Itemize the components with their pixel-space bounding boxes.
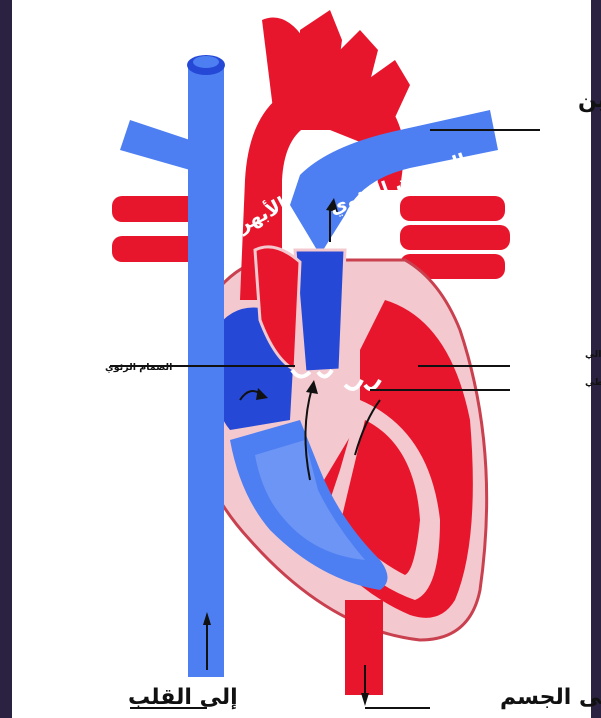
pulmonary-trunk bbox=[295, 250, 345, 372]
label-mitral-valve: الصمام الميترالي bbox=[585, 349, 601, 360]
left-blue-branches bbox=[120, 120, 190, 170]
label-pulmonary-valve: الصمام الرئوي bbox=[105, 362, 172, 373]
label-aortic-valve: الصمام الأورطي bbox=[585, 376, 601, 388]
label-to-lungs: إلى الرئتين bbox=[578, 88, 601, 113]
label-to-heart: إلى القلب bbox=[128, 685, 238, 710]
label-to-body: إلى الجسم bbox=[500, 685, 601, 710]
